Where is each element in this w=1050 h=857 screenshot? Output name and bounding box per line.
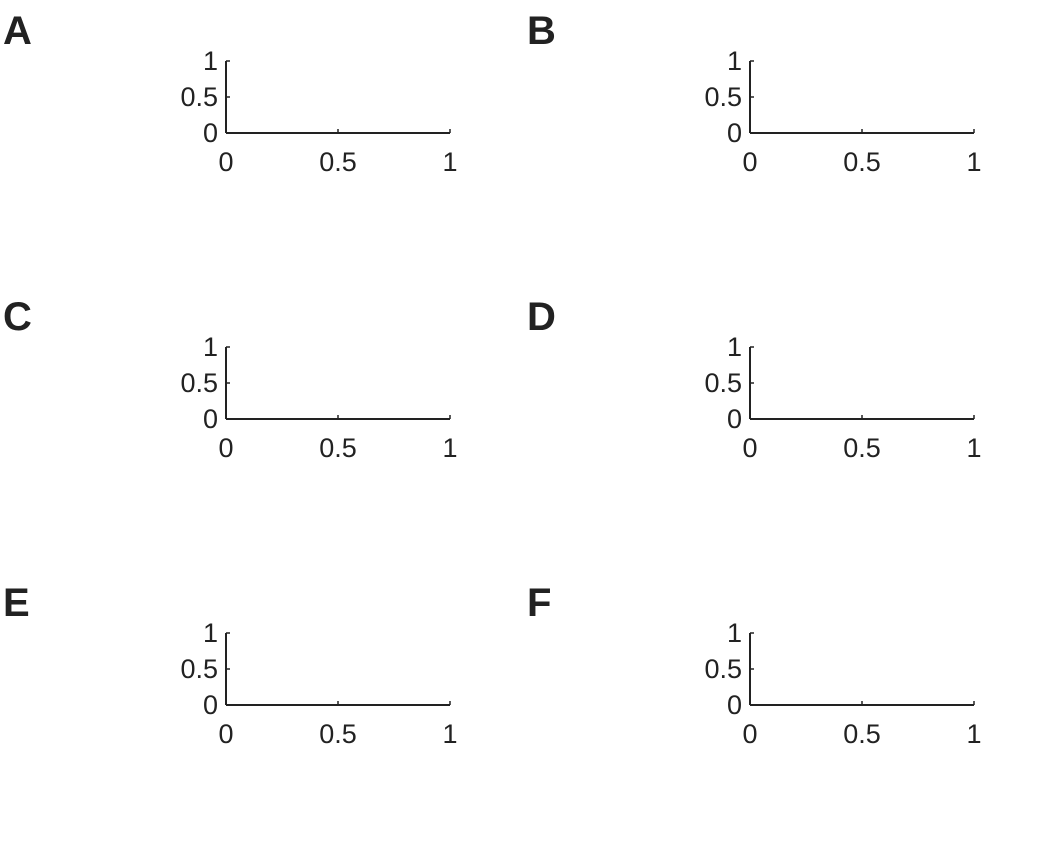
y-tick-label: 0.5	[704, 654, 742, 684]
x-tick-label: 0.5	[319, 719, 357, 749]
y-tick-label: 0.5	[704, 368, 742, 398]
x-tick-label: 0	[218, 719, 233, 749]
x-tick-label: 1	[442, 719, 457, 749]
x-tick-label: 0.5	[843, 433, 881, 463]
x-tick-label: 0	[742, 433, 757, 463]
y-tick-label: 0	[727, 118, 742, 148]
y-tick-label: 0.5	[180, 654, 218, 684]
panel-a: A 0 0.5 1 0 0.5 1	[3, 9, 458, 177]
x-tick-label: 0.5	[319, 433, 357, 463]
x-tick-label: 1	[966, 719, 981, 749]
x-tick-label: 1	[966, 433, 981, 463]
panel-f: F 0 0.5 1 0 0.5 1	[527, 581, 982, 749]
panel-letter: D	[527, 295, 556, 339]
x-tick-label: 1	[442, 433, 457, 463]
y-tick-label: 0.5	[180, 82, 218, 112]
x-tick-label: 0	[742, 719, 757, 749]
y-tick-label: 0	[727, 690, 742, 720]
y-tick-label: 0	[203, 690, 218, 720]
x-tick-label: 0	[218, 147, 233, 177]
panel-c: C 0 0.5 1 0 0.5 1	[3, 295, 458, 463]
x-tick-label: 1	[966, 147, 981, 177]
y-tick-label: 1	[203, 332, 218, 362]
x-tick-label: 0.5	[843, 719, 881, 749]
x-tick-label: 0.5	[319, 147, 357, 177]
panel-letter: E	[3, 581, 30, 625]
panel-letter: F	[527, 581, 551, 625]
y-tick-label: 1	[203, 46, 218, 76]
x-tick-label: 1	[442, 147, 457, 177]
panel-d: D 0 0.5 1 0 0.5 1	[527, 295, 982, 463]
y-tick-label: 1	[727, 332, 742, 362]
y-tick-label: 1	[727, 46, 742, 76]
x-tick-label: 0	[218, 433, 233, 463]
x-tick-label: 0	[742, 147, 757, 177]
panel-letter: A	[3, 9, 32, 53]
y-tick-label: 0	[203, 404, 218, 434]
y-tick-label: 0.5	[180, 368, 218, 398]
panel-letter: B	[527, 9, 556, 53]
y-tick-label: 1	[727, 618, 742, 648]
panel-letter: C	[3, 295, 32, 339]
y-tick-label: 0.5	[704, 82, 742, 112]
y-tick-label: 0	[727, 404, 742, 434]
y-tick-label: 0	[203, 118, 218, 148]
x-tick-label: 0.5	[843, 147, 881, 177]
y-tick-label: 1	[203, 618, 218, 648]
panel-e: E 0 0.5 1 0 0.5 1	[3, 581, 458, 749]
panel-b: B 0 0.5 1 0 0.5 1	[527, 9, 982, 177]
